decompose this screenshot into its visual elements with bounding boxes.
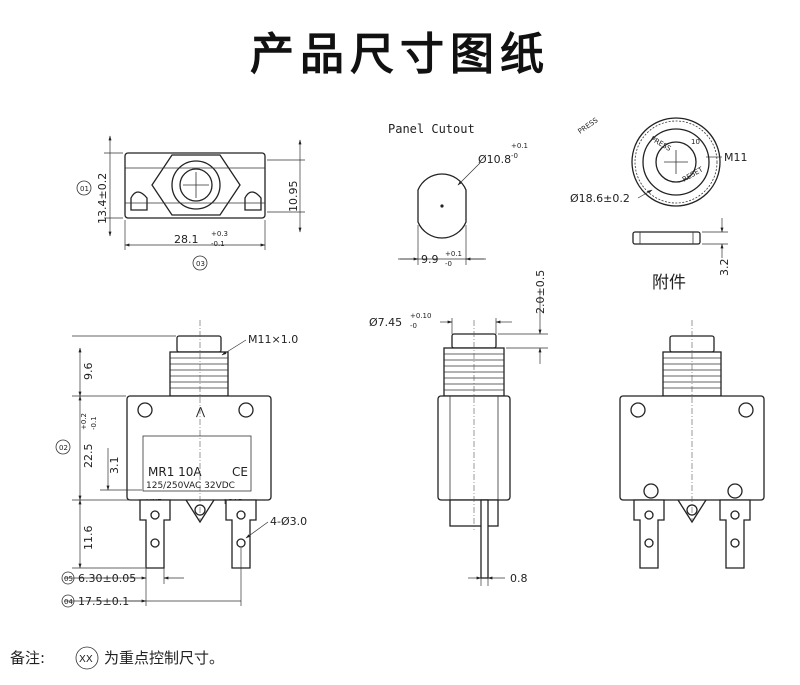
marker-03-circle [192, 255, 208, 271]
holes-callout: 4-Ø3.0 [270, 515, 307, 528]
marker-01-circle [76, 180, 92, 196]
accessory-nut-inner [642, 128, 710, 196]
label-ce-mark: CE [232, 465, 248, 479]
note-text: 为重点控制尺寸。 [104, 649, 224, 667]
rear-terminal-right [719, 499, 751, 569]
front-hole-tr [238, 402, 254, 418]
cutout-shape [417, 173, 467, 239]
body-tol-plus: +0.2 [80, 413, 88, 430]
accessory-view: PRESS PRESS RESET 10 M11 Ø18.6±0.2 3.2 附… [570, 116, 748, 293]
cutout-diameter-tol-plus: +0.1 [511, 142, 528, 150]
front-thread-callout: M11×1.0 [248, 333, 298, 346]
note-prefix: 备注: [10, 649, 45, 667]
terminal-width-dim: 6.30±0.05 [78, 572, 136, 585]
accessory-label: 附件 [652, 273, 686, 293]
side-cap-height-dim: 2.0±0.5 [534, 270, 547, 314]
terminal-tab-left [130, 191, 148, 211]
side-terminal-thickness: 0.8 [510, 572, 528, 585]
rear-rivet-right [727, 483, 743, 499]
terminal-length-dim: 11.6 [82, 526, 95, 551]
terminal-load [225, 499, 257, 569]
label-rating: 125/250VAC 32VDC [146, 481, 235, 491]
accessory-nut-side [632, 231, 701, 245]
terminal-load-hole-1 [236, 510, 246, 520]
marker-04-circle [61, 594, 75, 608]
accessory-button [655, 141, 697, 183]
terminal-pitch-dim: 17.5±0.1 [78, 595, 129, 608]
top-view: 13.4±0.2 01 10.95 28.1 +0.3 -0.1 03 [76, 135, 305, 271]
side-terminal [480, 499, 489, 579]
note-marker-circle [75, 646, 99, 670]
side-view: Ø7.45 +0.10 -0 2.0±0.5 0.8 [369, 270, 548, 586]
front-arrow-mark: ⋀ [195, 405, 206, 418]
marker-03: 03 [196, 260, 205, 268]
button-ring [171, 160, 221, 210]
top-length-tol-plus: +0.3 [211, 230, 228, 238]
top-length-tol-minus: -0.1 [211, 240, 225, 248]
cutout-width-tol-plus: +0.1 [445, 250, 462, 258]
cutout-width-tol-minus: -0 [445, 260, 452, 268]
terminal-tab-right [244, 191, 262, 211]
accessory-nut-outer [631, 117, 721, 207]
label-offset-dim: 3.1 [108, 457, 121, 475]
marker-05: 05 [64, 575, 73, 583]
front-cap [176, 335, 222, 353]
center-post [185, 499, 215, 524]
body-height-dim: 22.5 [82, 444, 95, 469]
reset-button [179, 168, 213, 202]
panel-cutout-label: Panel Cutout [388, 122, 475, 136]
footnote: 备注: XX 为重点控制尺寸。 [10, 646, 224, 670]
marker-02-circle [55, 439, 71, 455]
rear-view [619, 320, 765, 569]
label-model: MR1 10A [148, 465, 202, 479]
front-view: ⋀ MR1 10A CE 125/250VAC 32VDC LINE LOAD … [55, 320, 307, 608]
ring-reset-text: RESET [681, 165, 705, 184]
ring-rating-text: 10 [691, 138, 700, 146]
accessory-press-label: PRESS [577, 116, 600, 136]
hex-nut [151, 154, 241, 216]
body-tol-minus: -0.1 [90, 416, 98, 430]
rear-terminal-left [633, 499, 665, 569]
drawing-title: 产品尺寸图纸 [250, 29, 550, 80]
rear-hole-tl [630, 402, 646, 418]
side-diameter-tol-plus: +0.10 [410, 312, 431, 320]
terminal-line-hole-2 [150, 538, 160, 548]
note-marker: XX [79, 654, 93, 665]
ring-press-text: PRESS [649, 135, 673, 153]
top-view-body [124, 152, 266, 219]
marker-05-circle [61, 571, 75, 585]
cutout-diameter: Ø10.8 [478, 153, 511, 166]
rear-hole-tr [738, 402, 754, 418]
label-plate [142, 435, 252, 492]
terminal-load-hole-2 [236, 538, 246, 548]
panel-cutout-view: Panel Cutout Ø10.8 +0.1 -0 9.9 +0.1 -0 [388, 122, 528, 268]
accessory-thickness: 3.2 [718, 259, 731, 277]
front-hole-tl [137, 402, 153, 418]
terminal-line-hole-1 [150, 510, 160, 520]
front-thread [169, 351, 229, 397]
rear-rivet-left [643, 483, 659, 499]
marker-01: 01 [80, 185, 89, 193]
top-length-dim: 28.1 [174, 233, 199, 246]
marker-02: 02 [59, 444, 68, 452]
rear-center-post [677, 499, 707, 524]
top-flat-dim: 10.95 [287, 181, 300, 213]
side-diameter-dim: Ø7.45 [369, 316, 402, 329]
marker-04: 04 [64, 598, 73, 606]
front-body [126, 395, 272, 501]
side-diameter-tol-minus: -0 [410, 322, 417, 330]
cutout-diameter-tol-minus: -0 [511, 152, 518, 160]
accessory-thread: M11 [724, 151, 748, 164]
accessory-diameter: Ø18.6±0.2 [570, 192, 630, 205]
top-height-dim: 13.4±0.2 [96, 173, 109, 224]
terminal-line [139, 499, 171, 569]
stem-height-dim: 9.6 [82, 363, 95, 381]
cutout-width: 9.9 [421, 253, 439, 266]
